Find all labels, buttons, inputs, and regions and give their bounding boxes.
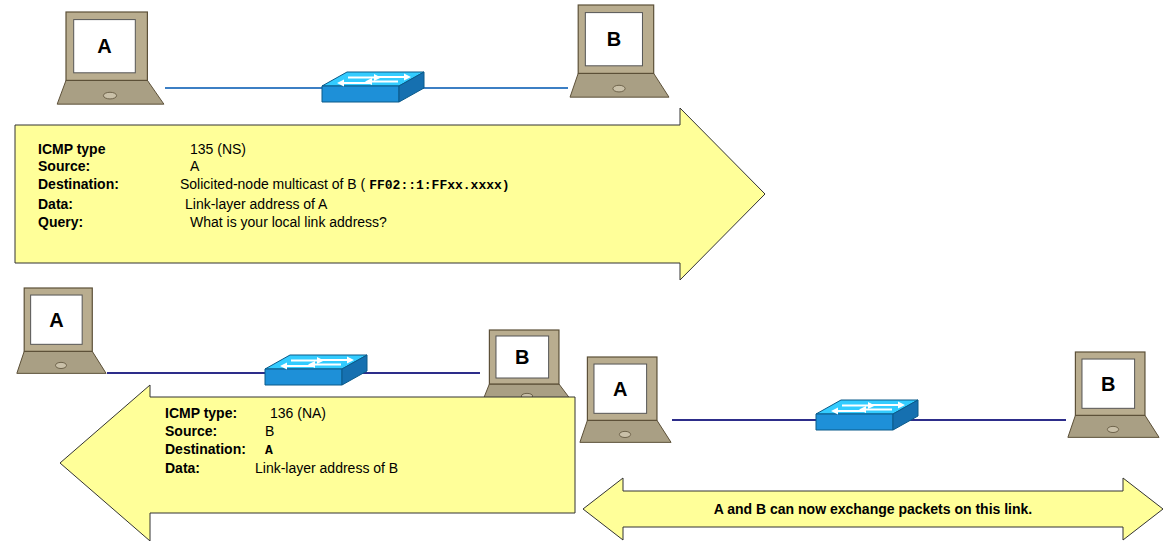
laptop-base (580, 420, 671, 442)
field-text: B (265, 423, 274, 439)
field-text: 136 (NA) (270, 405, 326, 421)
field-text: Source: (165, 423, 217, 439)
arrow-shape (15, 108, 765, 280)
laptop-base (1068, 415, 1159, 437)
laptop-lid (578, 5, 653, 73)
laptop-icon (480, 330, 574, 405)
laptop-touchpad (55, 362, 66, 368)
text-holder: Link-layer address of B (255, 459, 398, 477)
laptop-node: A (578, 357, 672, 445)
text-holder: 135 (NS) (190, 140, 246, 158)
laptop-icon (15, 288, 107, 376)
laptop-touchpad (1107, 426, 1118, 432)
text-holder: A (97, 35, 111, 58)
text-holder: Source: (38, 157, 90, 175)
field-text: What is your local link address? (190, 214, 387, 230)
laptop-base (570, 73, 669, 97)
field-text: Link-layer address of A (185, 196, 327, 212)
laptop-node: B (1066, 352, 1160, 440)
switch-icon (816, 400, 918, 430)
text-holder: Solicited-node multicast of B ( (180, 175, 365, 193)
text-holder: A (265, 440, 273, 458)
arrow-band: ICMP type: 136 (NA) Source: B Destination: A D… (60, 385, 575, 541)
text-holder: B (265, 422, 274, 440)
laptop-touchpad (619, 431, 630, 437)
laptop-screen (496, 336, 549, 378)
field-text: ICMP type (38, 141, 105, 157)
field-text: ICMP type: (165, 405, 237, 421)
arrow-band: ICMP type 135 (NS) Source: A Destination: Sol… (15, 108, 765, 280)
laptop-base (17, 351, 106, 373)
laptop-lid (66, 12, 147, 80)
host-label: B (607, 28, 621, 50)
text-holder: Destination: (38, 175, 119, 193)
text-holder: Query: (38, 213, 83, 231)
text-holder: What is your local link address? (190, 213, 387, 231)
field-text: FF02::1:FFxx.xxxx) (369, 178, 509, 193)
laptop-lid (489, 330, 559, 384)
laptop-node: A (55, 12, 165, 107)
text-holder: B (1101, 372, 1115, 395)
text-holder: A (49, 308, 63, 331)
field-text: Destination: (165, 441, 246, 457)
arrow-outline (583, 478, 1163, 540)
text-holder: ICMP type: (165, 404, 237, 422)
text-holder: FF02::1:FFxx.xxxx) (369, 175, 509, 193)
laptop-node: A (15, 288, 107, 376)
field-text: Solicited-node multicast of B ( (180, 176, 365, 192)
text-holder: A (190, 157, 199, 175)
text-holder: Data: (165, 459, 200, 477)
laptop-lid (587, 357, 657, 420)
text-holder: Source: (165, 422, 217, 440)
host-label: B (515, 346, 529, 368)
host-label: A (49, 308, 63, 330)
switch-icon (322, 72, 424, 102)
text-holder: Destination: (165, 440, 246, 458)
field-text: A and B can now exchange packets on this… (714, 501, 1032, 517)
laptop-icon (578, 357, 672, 445)
field-text: Link-layer address of B (255, 460, 398, 476)
field-text: Query: (38, 214, 83, 230)
host-label: A (613, 377, 627, 399)
laptop-screen (31, 295, 83, 344)
laptop-icon (568, 5, 670, 100)
laptop-base (57, 80, 164, 104)
laptop-lid (24, 288, 92, 351)
field-text: Data: (38, 196, 73, 212)
text-holder: ICMP type (38, 140, 105, 158)
arrow-outline (15, 108, 765, 280)
field-text: 135 (NS) (190, 141, 246, 157)
text-holder: 136 (NA) (270, 404, 326, 422)
laptop-node: B (568, 5, 670, 100)
text-holder: Link-layer address of A (185, 195, 327, 213)
laptop-touchpad (613, 85, 625, 92)
laptop-icon (55, 12, 165, 107)
laptop-screen (74, 20, 136, 73)
text-holder: A and B can now exchange packets on this… (714, 500, 1032, 518)
laptop-screen (585, 13, 642, 66)
laptop-node: B (480, 330, 574, 405)
host-label: B (1101, 372, 1115, 394)
field-text: A (190, 158, 199, 174)
field-text: Destination: (38, 176, 119, 192)
laptop-screen (1082, 359, 1135, 408)
text-holder: B (515, 346, 529, 369)
arrow-band: A and B can now exchange packets on this… (583, 478, 1163, 540)
host-label: A (97, 35, 111, 57)
arrow-outline (60, 385, 575, 541)
text-holder: Data: (38, 195, 73, 213)
field-text: Source: (38, 158, 90, 174)
laptop-lid (1075, 352, 1145, 415)
laptop-screen (594, 364, 647, 413)
field-text: Data: (165, 460, 200, 476)
switch-icon (265, 355, 367, 385)
field-text: A (265, 443, 273, 458)
laptop-icon (1066, 352, 1160, 440)
text-holder: B (607, 28, 621, 51)
text-holder: A (613, 377, 627, 400)
laptop-touchpad (103, 92, 116, 99)
